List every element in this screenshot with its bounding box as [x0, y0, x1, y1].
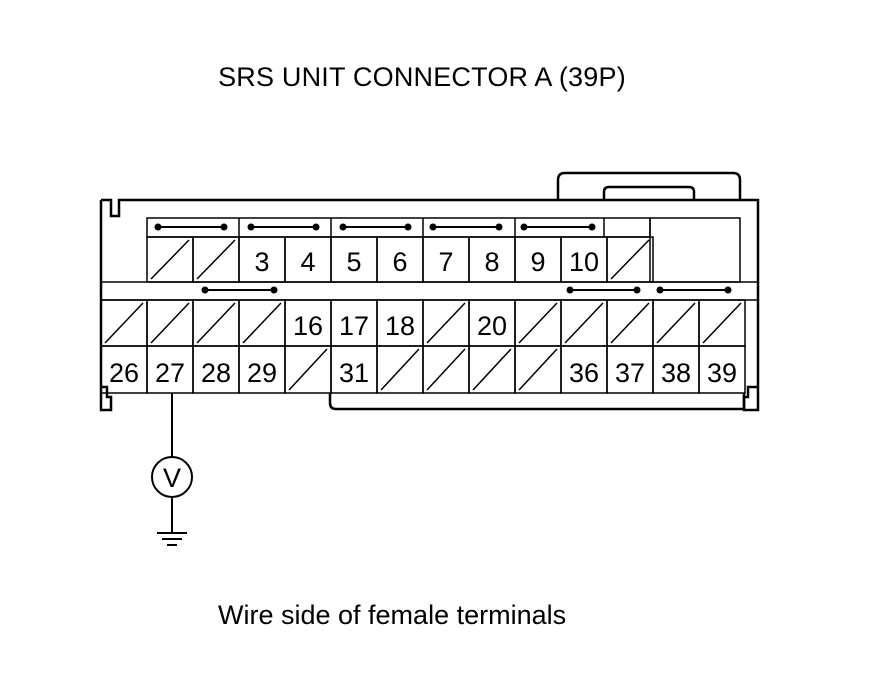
bar-end-dot	[270, 286, 278, 294]
unused-terminal-slash	[702, 302, 742, 344]
bar-end-dot	[495, 223, 503, 231]
terminal-label: 26	[109, 358, 139, 388]
bar-end-dot	[312, 223, 320, 231]
terminal-label: 17	[339, 311, 369, 341]
connector-housing	[99, 171, 760, 412]
bar-end-dot	[220, 223, 228, 231]
voltmeter-probe	[151, 393, 193, 546]
terminal-label: 31	[339, 358, 369, 388]
terminal-label: 39	[707, 358, 737, 388]
terminal-label: 3	[254, 247, 269, 277]
terminal-label: 16	[293, 311, 323, 341]
shorting-bars	[154, 223, 732, 294]
unused-terminal-slash	[518, 302, 558, 344]
terminal-labels: 3 4 5 6 7 8 9 10 16 17 18 20 26 27 28 29 31 36 37 38 39	[109, 247, 737, 388]
terminal-label: 9	[530, 247, 545, 277]
terminal-label: 29	[247, 358, 277, 388]
terminal-cell	[698, 345, 746, 394]
unused-terminal-slash	[610, 302, 650, 344]
terminal-label: 37	[615, 358, 645, 388]
unused-terminal-slash	[242, 302, 282, 344]
diagram-title: SRS UNIT CONNECTOR A (39P)	[218, 62, 626, 92]
unused-terminal-slash	[518, 348, 558, 391]
bar-end-dot	[154, 223, 162, 231]
unused-terminal-slash	[380, 348, 420, 391]
bar-end-dot	[566, 286, 574, 294]
bar-end-dot	[520, 223, 528, 231]
ground-icon	[157, 532, 187, 546]
unused-terminal-slash	[196, 239, 236, 280]
terminal-label: 6	[392, 247, 407, 277]
terminal-label: 38	[661, 358, 691, 388]
unused-terminal-slash	[426, 302, 466, 344]
diagram-caption: Wire side of female terminals	[218, 600, 567, 630]
unused-terminal-slash	[426, 348, 466, 391]
terminal-label: 5	[346, 247, 361, 277]
terminal-label: 4	[300, 247, 315, 277]
unused-terminal-slash	[150, 302, 190, 344]
terminal-grid	[100, 217, 759, 394]
terminal-cell	[606, 236, 654, 283]
terminal-label: 27	[155, 358, 185, 388]
terminal-label: 8	[484, 247, 499, 277]
unused-terminal-slash	[610, 239, 650, 280]
voltmeter-symbol: V	[163, 463, 181, 493]
unused-terminal-slash	[196, 302, 236, 344]
bar-end-dot	[656, 286, 664, 294]
bar-end-dot	[201, 286, 209, 294]
unused-terminal-slash	[150, 239, 190, 280]
unused-terminal-slash	[656, 302, 696, 344]
unused-terminal-slash	[472, 348, 512, 391]
bar-end-dot	[588, 223, 596, 231]
terminal-label: 7	[438, 247, 453, 277]
bar-end-dot	[429, 223, 437, 231]
bar-end-dot	[339, 223, 347, 231]
bar-end-dot	[633, 286, 641, 294]
terminal-label: 10	[569, 247, 599, 277]
unused-terminal-slash	[104, 302, 144, 344]
blank-block	[649, 217, 741, 283]
bar-end-dot	[724, 286, 732, 294]
terminal-label: 28	[201, 358, 231, 388]
terminal-label: 36	[569, 358, 599, 388]
bar-end-dot	[247, 223, 255, 231]
terminal-label: 20	[477, 311, 507, 341]
terminal-label: 18	[385, 311, 415, 341]
unused-terminal-slash	[564, 302, 604, 344]
unused-terminal-slash	[288, 348, 328, 391]
bar-end-dot	[404, 223, 412, 231]
